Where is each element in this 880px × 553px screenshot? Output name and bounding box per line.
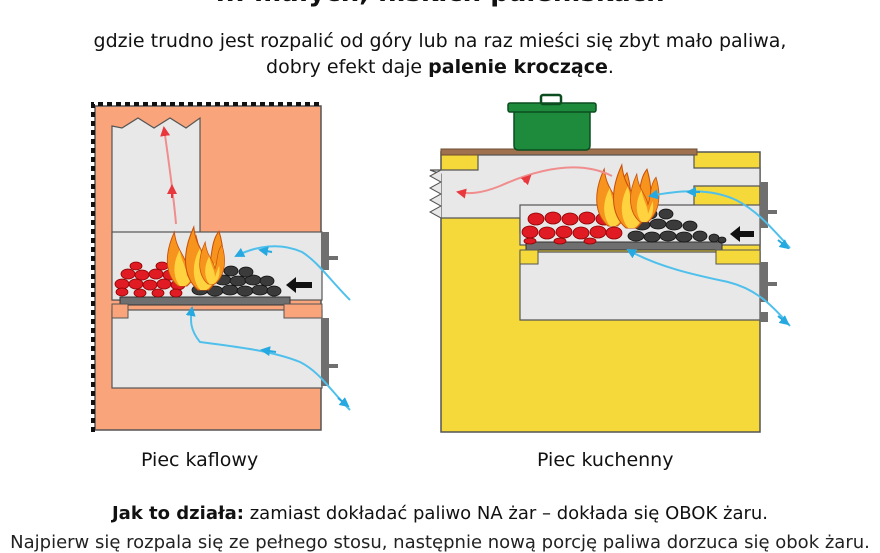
tile-stove-smoke-flow <box>160 126 177 225</box>
tile-stove-secondary-air <box>234 245 351 301</box>
kitchen-stove-secondary-air <box>648 189 791 249</box>
tile-stove-ash-door <box>321 318 329 386</box>
explanation-cut-line: Najpierw się rozpala się ze pełnego stos… <box>10 532 870 553</box>
kitchen-stove-fire-door-handle <box>768 210 777 214</box>
tile-stove-primary-air <box>185 306 351 411</box>
kitchen-stove <box>428 93 791 433</box>
kitchen-stove-grate-support-left <box>519 249 539 265</box>
pot-icon <box>507 93 597 151</box>
explanation-label: Jak to działa: <box>111 503 244 524</box>
tile-stove-dotted-edge <box>91 102 321 432</box>
tile-stove-grate-support-right <box>283 303 323 319</box>
tile-stove-fire-door <box>321 232 329 270</box>
tile-stove-air-arrow-2 <box>260 346 277 357</box>
tile-stove-ash-door-handle <box>329 364 338 368</box>
kitchen-stove-primary-air <box>626 249 791 327</box>
kitchen-stove-cut-edge <box>428 169 443 219</box>
kitchen-stove-bottom-vent <box>760 312 768 322</box>
kitchen-stove-fire-door <box>760 182 768 228</box>
kitchen-stove-air-arrow-3 <box>777 315 790 326</box>
subtitle-prefix: dobry efekt daje <box>266 56 429 78</box>
subtitle-line-1: gdzie trudno jest rozpalić od góry lub n… <box>93 30 787 52</box>
tile-stove-ashpit <box>111 309 323 389</box>
kitchen-stove-grate <box>525 241 723 251</box>
tile-stove-air-arrow-1 <box>258 246 273 257</box>
subtitle-suffix: . <box>607 56 614 78</box>
tile-stove-air-arrow-3 <box>337 397 350 408</box>
tile-stove-grate-support-left <box>111 303 129 319</box>
kitchen-stove-grate-support-right <box>715 249 761 265</box>
stoves-diagram <box>91 93 791 433</box>
page-title: ... małych, niskich paleniskach <box>0 0 880 8</box>
caption-kitchen-stove: Piec kuchenny <box>537 449 674 471</box>
kitchen-stove-smoke-flow <box>456 166 613 199</box>
kitchen-stove-air-arrow-2 <box>777 239 790 250</box>
kitchen-stove-ash-door-handle <box>768 282 777 286</box>
tile-stove-grate <box>119 296 291 306</box>
tile-stove <box>91 102 351 432</box>
explanation-text: zamiast dokładać paliwo NA żar – dokłada… <box>244 503 769 524</box>
explanation: Jak to działa: zamiast dokładać paliwo N… <box>0 503 880 524</box>
kitchen-stove-fuel-push-arrow <box>730 226 754 242</box>
kitchen-stove-smoke-arrow-mid <box>520 174 532 186</box>
tile-stove-fuel-push-arrow <box>286 277 312 293</box>
kitchen-stove-ash-door <box>760 262 768 302</box>
subtitle-bold: palenie kroczące <box>428 56 608 78</box>
tile-stove-fire-door-handle <box>329 256 338 260</box>
subtitle-line-2: dobry efekt daje palenie kroczące. <box>0 56 880 78</box>
caption-tile-stove: Piec kaflowy <box>141 449 259 471</box>
